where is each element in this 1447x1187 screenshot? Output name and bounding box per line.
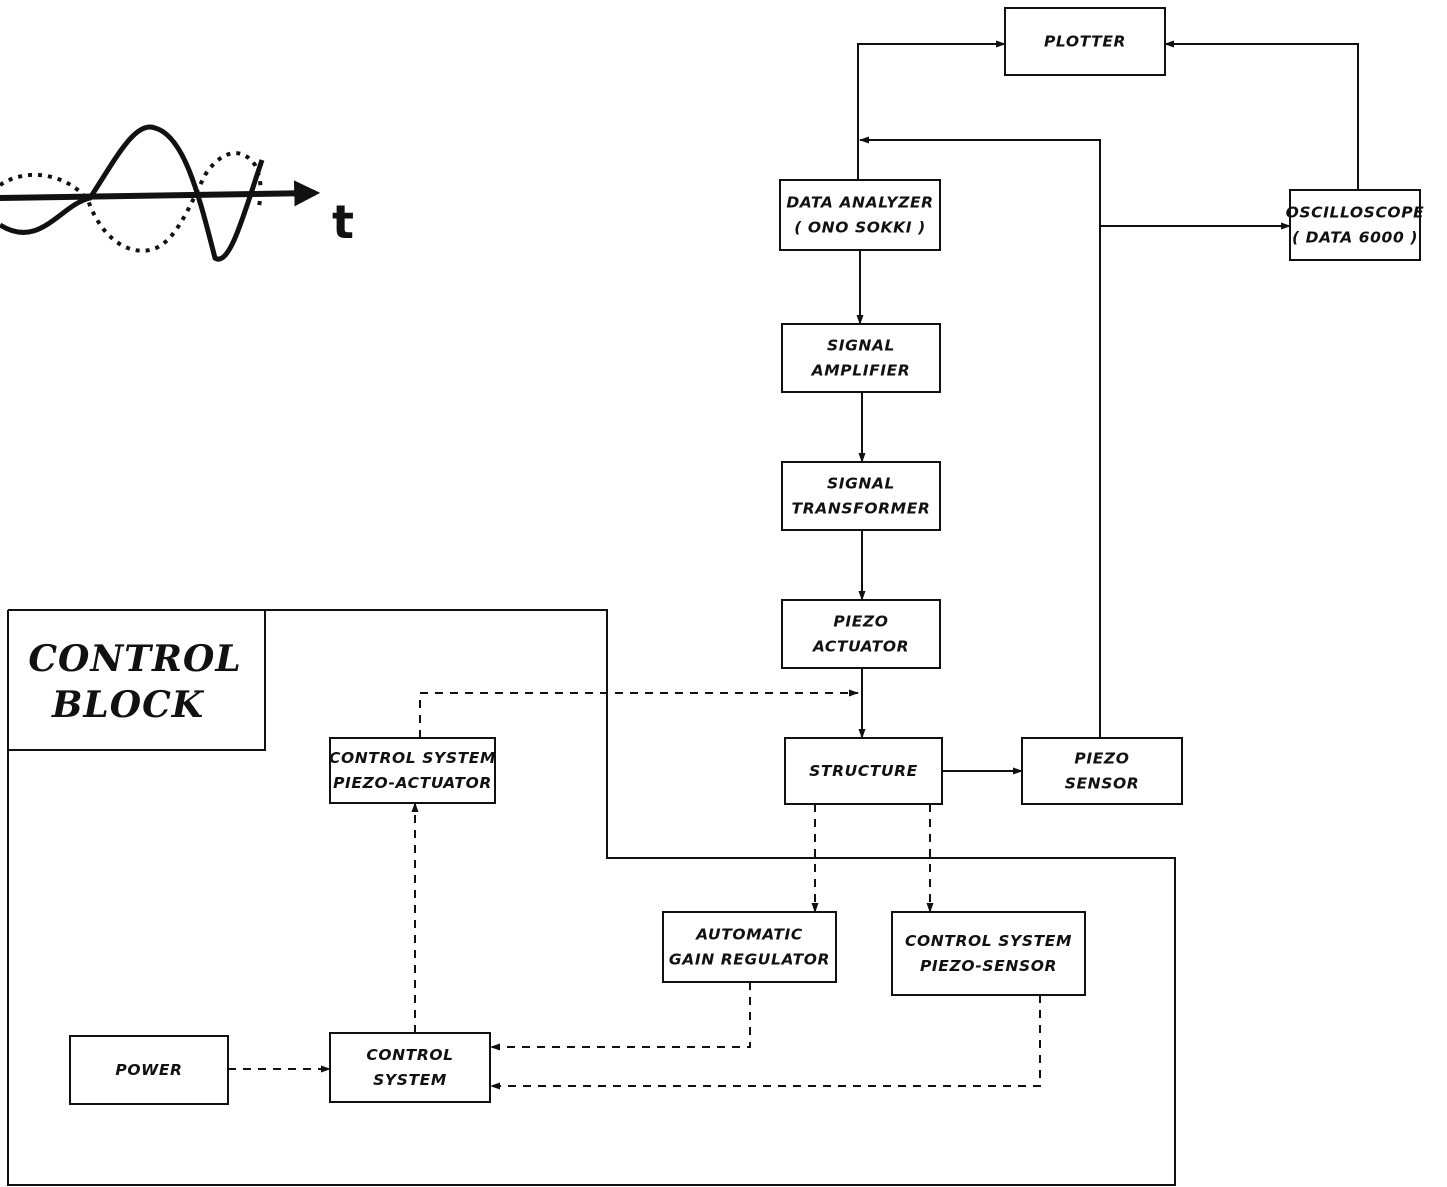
control-system-box-frame (329, 1032, 491, 1103)
automatic-gain-regulator-box-label-1: AUTOMATIC (695, 926, 803, 944)
signal-amplifier-box-label-1: SIGNAL (827, 337, 895, 355)
control-system-box-label-2: SYSTEM (373, 1071, 447, 1089)
oscilloscope-box: OSCILLOSCOPE ( DATA 6000 ) (1286, 189, 1425, 261)
data-analyzer-box: DATA ANALYZER ( ONO SOKKI ) (779, 179, 941, 251)
control-system-piezo-actuator-box-frame (329, 737, 496, 804)
piezo-sensor-box-label-1: PIEZO (1074, 750, 1129, 768)
control-system-box: CONTROL SYSTEM (329, 1032, 491, 1103)
piezo-actuator-box-frame (781, 599, 941, 669)
control-system-piezo-sensor-box: CONTROL SYSTEM PIEZO-SENSOR (891, 911, 1086, 996)
solid-connectors (856, 40, 1359, 775)
waveform-dotted-curve (0, 151, 263, 253)
control-system-box-label-1: CONTROL (366, 1046, 453, 1064)
signal-amplifier-box: SIGNAL AMPLIFIER (781, 323, 941, 393)
plotter-box-frame (1004, 7, 1166, 76)
data-analyzer-box-label-1: DATA ANALYZER (786, 194, 933, 212)
structure-box-frame (784, 737, 943, 805)
signal-transformer-box-frame (781, 461, 941, 531)
control-system-piezo-sensor-box-label-2: PIEZO-SENSOR (920, 957, 1057, 975)
piezo-actuator-box: PIEZO ACTUATOR (781, 599, 941, 669)
signal-transformer-box-label-1: SIGNAL (827, 475, 895, 493)
plotter-box: PLOTTER (1004, 7, 1166, 76)
structure-box-label-1: STRUCTURE (809, 762, 918, 780)
dashed-csactuator-to-structure (419, 689, 859, 738)
signal-amplifier-box-label-2: AMPLIFIER (811, 362, 911, 380)
control-system-piezo-actuator-box-label-2: PIEZO-ACTUATOR (333, 774, 492, 792)
signal-transformer-box-label-2: TRANSFORMER (792, 500, 931, 518)
automatic-gain-regulator-box-frame (662, 911, 837, 983)
control-block-title-box: CONTROL BLOCK (8, 610, 266, 751)
piezo-sensor-box: PIEZO SENSOR (1021, 737, 1183, 805)
time-axis-label: t (332, 195, 354, 249)
connector-analyzer-to-plotter (857, 40, 1006, 180)
waveform-solid-curve (0, 124, 265, 262)
control-system-piezo-actuator-box-label-1: CONTROL SYSTEM (329, 749, 496, 767)
data-analyzer-box-label-2: ( ONO SOKKI ) (794, 219, 926, 237)
piezo-sensor-box-frame (1021, 737, 1183, 805)
dashed-agc-to-controlsystem (490, 982, 751, 1051)
plotter-box-label-1: PLOTTER (1044, 33, 1126, 51)
oscilloscope-box-label-1: OSCILLOSCOPE (1286, 204, 1425, 222)
signal-transformer-box: SIGNAL TRANSFORMER (781, 461, 941, 531)
connector-sensor-feedback (859, 136, 1101, 738)
control-block-title-line2: BLOCK (51, 684, 205, 726)
power-box: POWER (69, 1035, 229, 1105)
waveform-sketch: t (0, 124, 354, 262)
piezo-actuator-box-label-2: ACTUATOR (812, 638, 909, 656)
dashed-connectors (228, 689, 1041, 1090)
control-block-title-line1: CONTROL (28, 638, 241, 680)
power-box-label-1: POWER (115, 1061, 182, 1079)
control-block-outline (7, 609, 1176, 1186)
control-system-piezo-sensor-box-label-1: CONTROL SYSTEM (905, 932, 1072, 950)
time-axis (0, 180, 321, 207)
piezo-actuator-box-label-1: PIEZO (833, 613, 888, 631)
connector-oscilloscope-to-plotter (1164, 40, 1359, 190)
signal-amplifier-box-frame (781, 323, 941, 393)
piezo-sensor-box-label-2: SENSOR (1065, 775, 1140, 793)
structure-box: STRUCTURE (784, 737, 943, 805)
automatic-gain-regulator-box: AUTOMATIC GAIN REGULATOR (662, 911, 837, 983)
oscilloscope-box-frame (1289, 189, 1421, 261)
dashed-cssensor-to-controlsystem (490, 995, 1041, 1090)
oscilloscope-box-label-2: ( DATA 6000 ) (1292, 229, 1418, 247)
control-system-piezo-actuator-box: CONTROL SYSTEM PIEZO-ACTUATOR (329, 737, 496, 804)
power-box-frame (69, 1035, 229, 1105)
control-system-piezo-sensor-box-frame (891, 911, 1086, 996)
automatic-gain-regulator-box-label-2: GAIN REGULATOR (669, 951, 830, 969)
data-analyzer-box-frame (779, 179, 941, 251)
